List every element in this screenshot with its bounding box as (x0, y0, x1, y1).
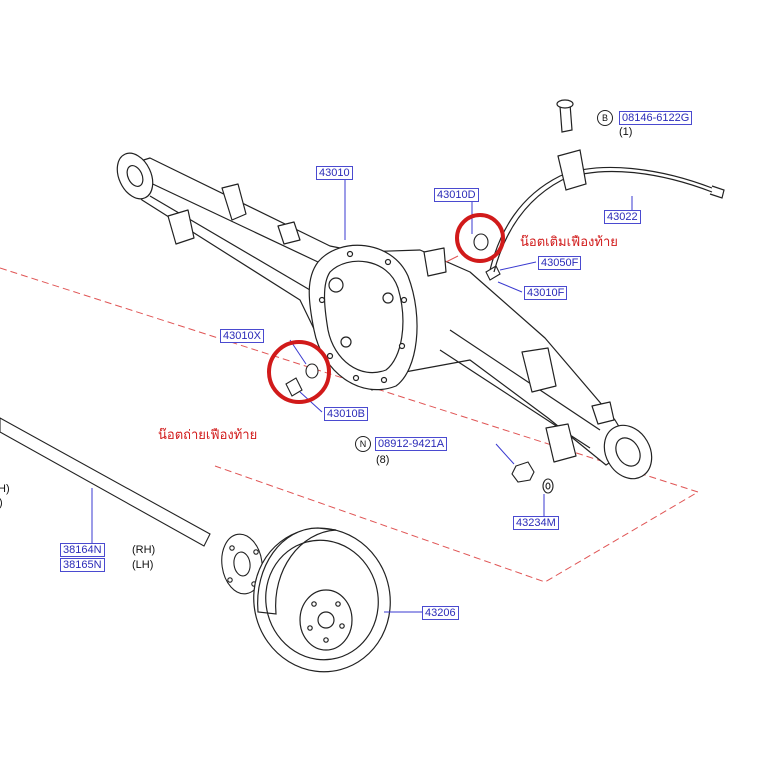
label-43022: 43022 (604, 210, 641, 224)
label-43010: 43010 (316, 166, 353, 180)
symbol-n: N (355, 436, 371, 452)
breather-hose (489, 99, 725, 273)
side-lh: (LH) (132, 559, 154, 571)
differential-housing (308, 244, 418, 391)
side-rh: (RH) (132, 544, 156, 556)
qty-08912: (8) (376, 454, 390, 466)
label-43010D: 43010D (434, 188, 479, 202)
label-43010X: 43010X (220, 329, 264, 343)
label-43010B: 43010B (324, 407, 368, 421)
label-43010F: 43010F (524, 286, 568, 300)
label-43050F: 43050F (538, 256, 582, 270)
label-08912-9421A: 08912-9421A (375, 437, 448, 451)
drain-plug-43010B (285, 377, 303, 397)
fill-plug-highlight (455, 213, 505, 263)
gasket-43010X (305, 363, 319, 379)
breather-43050F (485, 265, 501, 281)
note-fill-plug: น๊อตเติมเฟืองท้าย (520, 235, 618, 250)
plugs (285, 233, 501, 397)
note-pointer (445, 255, 459, 263)
symbol-b: B (597, 110, 613, 126)
label-38164N: 38164N (60, 543, 105, 557)
edge-text-paren: ) (0, 497, 3, 509)
label-08146-6122G: 08146-6122G (619, 111, 693, 125)
note-drain-plug: น๊อตถ่ายเฟืองท้าย (158, 428, 258, 443)
axle-shaft (0, 417, 263, 595)
label-43206: 43206 (422, 606, 459, 620)
fill-plug-43010D (473, 233, 489, 251)
edge-text-h: H) (0, 483, 10, 495)
label-38165N: 38165N (60, 558, 105, 572)
nut-and-washer (511, 461, 554, 494)
qty-08146: (1) (619, 126, 633, 138)
label-43234M: 43234M (513, 516, 559, 530)
brake-drum (253, 527, 391, 673)
drain-plug-highlight (267, 340, 331, 404)
highlight-circles (267, 213, 505, 404)
